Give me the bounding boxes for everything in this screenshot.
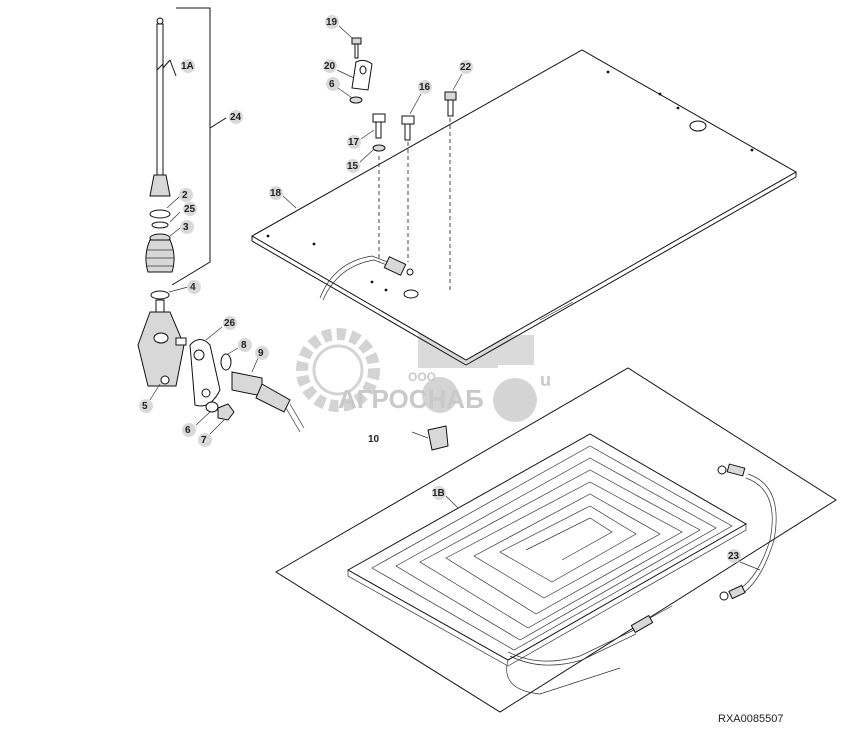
callout-15: 15: [347, 161, 359, 172]
callout-8: 8: [241, 340, 247, 351]
callout-7: 7: [201, 435, 207, 446]
callouts-bottom: 1B 23: [432, 486, 761, 571]
callout-9: 9: [258, 348, 264, 359]
callout-4: 4: [190, 282, 196, 293]
washer-15: [372, 144, 386, 152]
callout-6-lower: 6: [185, 425, 191, 436]
callout-17: 17: [348, 137, 360, 148]
callout-16: 16: [419, 82, 431, 93]
callout-10: 10: [368, 434, 380, 445]
watermark-prefix: ООО: [408, 370, 436, 384]
callout-6-upper: 6: [329, 79, 335, 90]
clip-20: [351, 59, 373, 91]
callout-2: 2: [182, 190, 188, 201]
callout-1A: 1A: [181, 61, 194, 72]
antenna-mat: [346, 433, 748, 661]
lead-wire: [507, 629, 635, 662]
group-bracket-24: [171, 7, 211, 286]
panel-hardware: [349, 37, 457, 290]
watermark-suffix: u: [540, 370, 551, 390]
roof-panel: [250, 49, 798, 366]
bolt-16: [404, 123, 411, 141]
group-outline-1B: [275, 367, 837, 713]
gear-icon: [296, 328, 380, 412]
antenna-cable: [319, 255, 399, 299]
ground-strap-23: [737, 477, 773, 591]
spring-base: [145, 239, 175, 273]
callout-25: 25: [184, 204, 196, 215]
callouts-top: 19 20 6 22 16 17 15 18 10: [269, 15, 473, 451]
callout-18: 18: [270, 188, 282, 199]
o-ring-25: [151, 221, 169, 229]
washer-2: [149, 209, 171, 219]
connector-9: [231, 371, 263, 397]
callout-5: 5: [142, 401, 148, 412]
antenna-assembly: [137, 7, 305, 433]
bolt-22: [447, 99, 454, 117]
bolt-17: [375, 121, 382, 139]
nut-4: [150, 290, 170, 300]
antenna-mount: [137, 311, 185, 387]
callout-24: 24: [230, 112, 242, 123]
panel-18: [250, 49, 798, 361]
callout-1B: 1B: [432, 488, 445, 499]
figure-reference: RXA0085507: [718, 713, 783, 725]
callout-3: 3: [183, 222, 189, 233]
callout-23: 23: [728, 551, 740, 562]
nut-7: [217, 403, 235, 421]
antenna-ferrule: [149, 174, 171, 197]
washer-8: [220, 353, 232, 371]
callouts-left: 1A 24 2 25 3 4 5 26 8 9 6 7: [139, 59, 269, 447]
callout-26: 26: [224, 318, 236, 329]
washer-6-upper: [349, 96, 363, 104]
antenna-mat-assembly: [275, 367, 837, 713]
callout-19: 19: [326, 17, 338, 28]
callout-22: 22: [460, 62, 472, 73]
washer-6-lower: [205, 401, 219, 413]
antenna-mast: [156, 23, 164, 176]
callout-20: 20: [324, 61, 336, 72]
watermark-company-name: АГРОСНАБ: [338, 384, 484, 414]
